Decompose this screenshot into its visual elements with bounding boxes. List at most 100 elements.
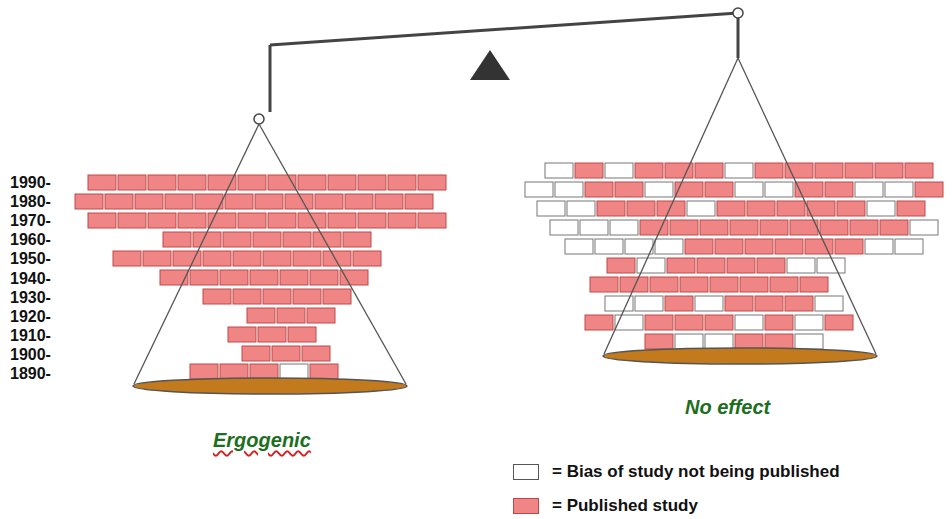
legend-swatch [513,464,539,480]
published-brick [315,194,343,209]
unpublished-brick [795,315,823,330]
unpublished-brick [865,239,893,254]
published-brick [825,315,853,330]
published-brick [238,213,266,228]
published-brick [845,163,873,178]
published-brick [203,251,231,266]
unpublished-brick [525,182,553,197]
published-brick [645,334,673,349]
published-brick [280,270,308,285]
published-brick [285,194,313,209]
published-brick [757,258,785,273]
published-brick [825,182,853,197]
legend-swatch [513,498,539,514]
published-brick [670,220,698,235]
published-brick [880,220,908,235]
unpublished-brick [895,239,923,254]
published-brick [160,270,188,285]
published-brick [777,201,805,216]
right-pan [603,348,877,364]
published-brick [233,251,261,266]
published-brick [135,194,163,209]
unpublished-brick [635,296,663,311]
published-brick [193,232,221,247]
unpublished-brick [565,239,593,254]
published-brick [680,277,708,292]
published-brick [897,201,925,216]
year-label: 1990- [10,174,51,192]
published-brick [685,239,713,254]
published-brick [203,289,231,304]
published-brick [388,213,416,228]
published-brick [850,220,878,235]
right-hanger [737,18,740,58]
published-brick [118,175,146,190]
published-brick [178,213,206,228]
pan-label: No effect [685,396,770,419]
published-brick [113,251,141,266]
published-brick [650,277,678,292]
published-brick [760,220,788,235]
pan-label: Ergogenic [213,429,311,452]
published-brick [705,182,733,197]
unpublished-brick [910,220,938,235]
unpublished-brick [765,182,793,197]
published-brick [585,315,613,330]
published-brick [242,346,270,361]
published-brick [277,308,305,323]
published-brick [223,232,251,247]
published-brick [575,163,603,178]
published-brick [250,364,278,379]
unpublished-brick [580,220,608,235]
published-brick [353,251,381,266]
published-brick [190,270,218,285]
published-brick [705,315,733,330]
unpublished-brick [545,163,573,178]
published-brick [307,308,335,323]
published-brick [148,175,176,190]
unpublished-brick [735,315,763,330]
unpublished-brick [595,239,623,254]
published-brick [745,239,773,254]
published-brick [225,194,253,209]
year-label: 1910- [10,327,51,345]
unpublished-brick [695,296,723,311]
published-brick [730,220,758,235]
published-brick [905,163,933,178]
unpublished-brick [855,182,883,197]
legend-text: = Bias of study not being published [552,462,840,482]
published-brick [770,277,798,292]
published-brick [615,182,643,197]
published-brick [740,277,768,292]
published-brick [755,296,783,311]
year-label: 1900- [10,346,51,364]
published-brick [657,201,685,216]
published-brick [253,232,281,247]
unpublished-brick [675,334,703,349]
year-label: 1970- [10,212,51,230]
published-brick [288,327,316,342]
left-pan [133,378,407,394]
published-brick [343,232,371,247]
year-label: 1940- [10,270,51,288]
unpublished-brick [655,239,683,254]
published-brick [597,201,625,216]
published-brick [255,194,283,209]
published-brick [163,232,191,247]
published-brick [800,277,828,292]
published-brick [775,239,803,254]
unpublished-brick [555,182,583,197]
published-brick [358,213,386,228]
published-brick [695,163,723,178]
published-brick [247,308,275,323]
published-brick [675,315,703,330]
published-brick [208,175,236,190]
published-brick [272,346,300,361]
unpublished-brick [567,201,595,216]
unpublished-brick [625,239,653,254]
pan-strings [134,58,876,384]
published-brick [715,239,743,254]
published-brick [665,296,693,311]
unpublished-brick [687,201,715,216]
published-brick [283,232,311,247]
